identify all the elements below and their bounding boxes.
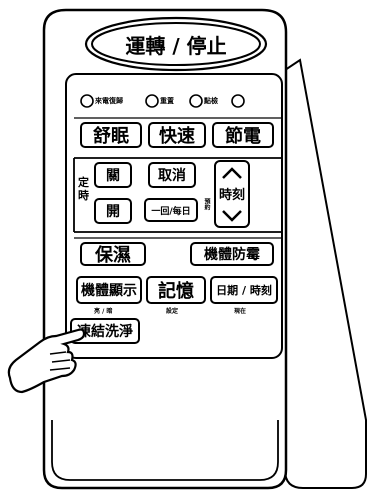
memory-sub-label: 設定 <box>166 306 178 315</box>
cancel-button[interactable]: 取消 <box>148 162 196 188</box>
display-sub-label: 亮 / 暗 <box>94 306 112 315</box>
time-label: 時刻 <box>216 184 248 203</box>
sleep-button[interactable]: 舒眠 <box>80 122 142 148</box>
reserve-label: 預約 <box>200 198 210 222</box>
memory-button[interactable]: 記憶 <box>146 276 206 304</box>
chevron-up-icon[interactable] <box>220 165 244 181</box>
quick-button[interactable]: 快速 <box>148 122 206 148</box>
humidify-button[interactable]: 保濕 <box>80 242 146 266</box>
once-daily-button[interactable]: 一回/每日 <box>144 198 198 222</box>
display-button[interactable]: 機體顯示 <box>76 276 142 304</box>
indicator-reset-label: 重置 <box>160 96 174 106</box>
mold-prevention-button[interactable]: 機體防霉 <box>190 242 274 266</box>
datetime-button[interactable]: 日期 / 時刻 <box>210 276 278 304</box>
indicator-power-restore-label: 來電復歸 <box>95 96 123 106</box>
timer-on-button[interactable]: 開 <box>94 198 132 224</box>
timer-off-button[interactable]: 關 <box>94 162 132 188</box>
chevron-down-icon[interactable] <box>220 208 244 224</box>
timer-label: 定 時 <box>78 176 92 202</box>
indicator-row: 來電復歸 重置 點檢 <box>80 94 280 108</box>
power-button[interactable]: 運轉 / 停止 <box>96 27 256 61</box>
eco-button[interactable]: 節電 <box>212 122 274 148</box>
datetime-sub-label: 現在 <box>234 306 246 315</box>
time-adjust-group: 時刻 <box>214 160 250 228</box>
indicator-check-label: 點檢 <box>204 96 218 106</box>
pointing-hand-icon <box>4 320 100 396</box>
